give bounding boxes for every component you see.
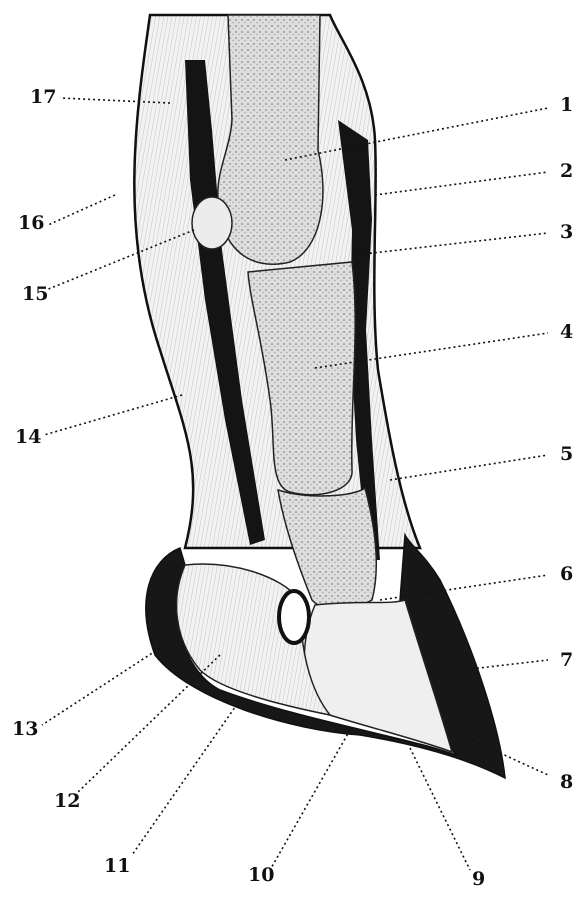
label-12: 12 (54, 792, 80, 811)
sesamoid-bone (192, 197, 232, 249)
label-11: 11 (104, 857, 130, 876)
leader-11 (132, 700, 240, 855)
label-2: 2 (560, 162, 573, 181)
label-3: 3 (560, 223, 573, 242)
label-8: 8 (560, 773, 573, 792)
leader-13 (42, 648, 160, 725)
navicular-bone (279, 591, 309, 643)
leader-9 (410, 748, 470, 870)
label-13: 13 (12, 720, 38, 739)
label-7: 7 (560, 651, 573, 670)
label-14: 14 (15, 428, 41, 447)
leader-10 (270, 730, 350, 870)
label-17: 17 (30, 88, 56, 107)
cannon-bone (218, 15, 323, 264)
label-15: 15 (22, 285, 48, 304)
label-16: 16 (18, 214, 44, 233)
leader-2 (375, 172, 548, 195)
label-10: 10 (248, 866, 274, 885)
label-9: 9 (472, 870, 485, 889)
label-6: 6 (560, 565, 573, 584)
leader-14 (44, 395, 182, 435)
leader-16 (48, 195, 115, 225)
leader-3 (355, 233, 548, 255)
label-4: 4 (560, 323, 573, 342)
leader-5 (390, 455, 548, 480)
label-5: 5 (560, 445, 573, 464)
label-1: 1 (560, 96, 573, 115)
